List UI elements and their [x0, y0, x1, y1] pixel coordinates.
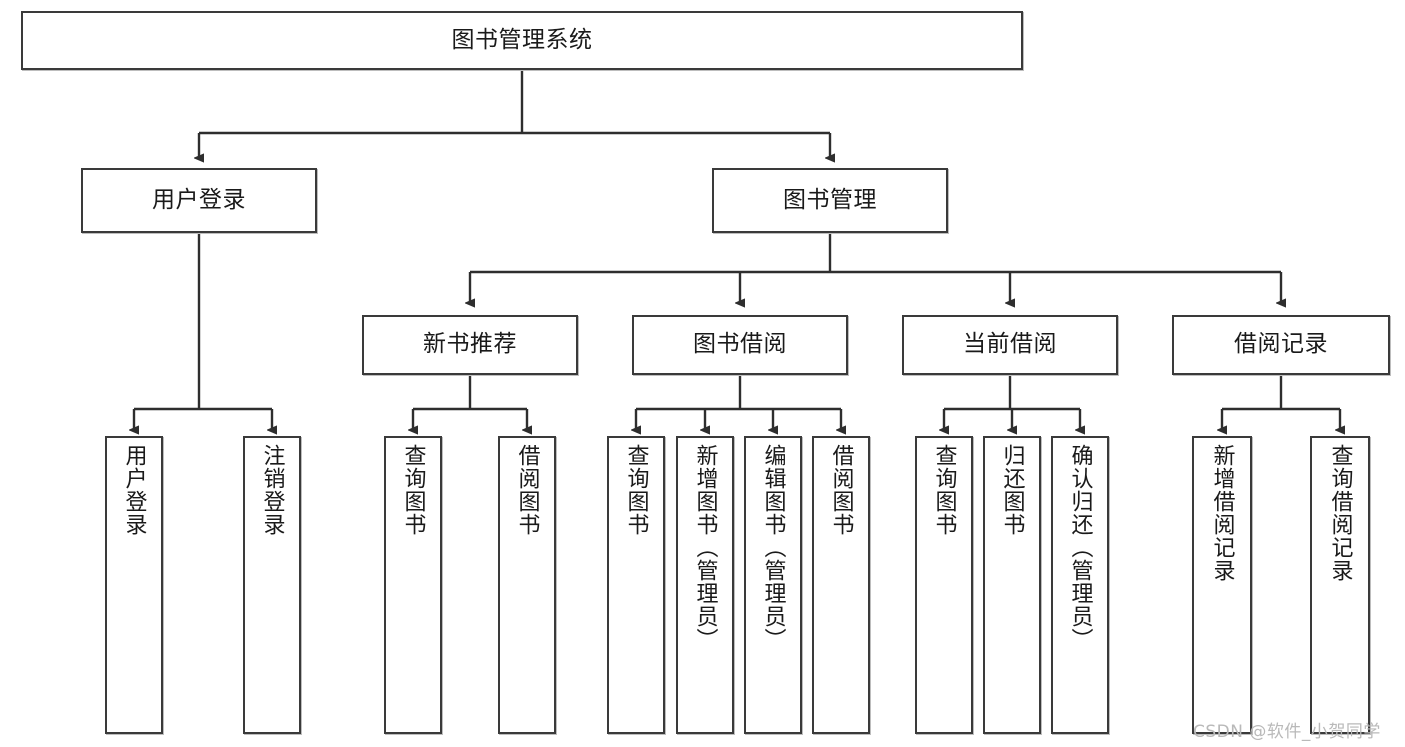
node-leaf-query-book-3[interactable]: 查询图书 [915, 436, 973, 734]
node-leaf-confirm-return[interactable]: 确认归还（管理员） [1051, 436, 1109, 734]
node-leaf-user-login-label: 用户登录 [121, 444, 147, 536]
node-leaf-edit-book[interactable]: 编辑图书（管理员） [744, 436, 802, 734]
node-leaf-query-record-label: 查询借阅记录 [1327, 444, 1353, 582]
node-leaf-edit-book-label: 编辑图书（管理员） [760, 444, 786, 651]
node-leaf-add-record-label: 新增借阅记录 [1209, 444, 1235, 582]
node-leaf-add-book-label: 新增图书（管理员） [692, 444, 718, 651]
node-leaf-borrow-book-1[interactable]: 借阅图书 [498, 436, 556, 734]
node-user-login[interactable]: 用户登录 [81, 168, 317, 233]
node-leaf-logout[interactable]: 注销登录 [243, 436, 301, 734]
node-new-book-rec[interactable]: 新书推荐 [362, 315, 578, 375]
node-leaf-borrow-book-2-label: 借阅图书 [828, 444, 854, 536]
node-leaf-return-book[interactable]: 归还图书 [983, 436, 1041, 734]
node-leaf-add-record[interactable]: 新增借阅记录 [1192, 436, 1252, 734]
node-leaf-confirm-return-label: 确认归还（管理员） [1067, 444, 1093, 651]
node-book-manage-label: 图书管理 [783, 186, 877, 213]
node-leaf-query-book-1-label: 查询图书 [400, 444, 426, 536]
node-book-manage[interactable]: 图书管理 [712, 168, 948, 233]
node-borrow-record-label: 借阅记录 [1234, 331, 1328, 358]
node-borrow-record[interactable]: 借阅记录 [1172, 315, 1390, 375]
node-current-borrow-label: 当前借阅 [963, 331, 1057, 358]
node-leaf-user-login[interactable]: 用户登录 [105, 436, 163, 734]
node-leaf-borrow-book-2[interactable]: 借阅图书 [812, 436, 870, 734]
node-book-borrow-label: 图书借阅 [693, 331, 787, 358]
csdn-watermark: CSDN @软件_小贺同学 [1193, 722, 1381, 742]
node-leaf-borrow-book-1-label: 借阅图书 [514, 444, 540, 536]
node-leaf-query-book-1[interactable]: 查询图书 [384, 436, 442, 734]
node-leaf-query-record[interactable]: 查询借阅记录 [1310, 436, 1370, 734]
node-leaf-query-book-2-label: 查询图书 [623, 444, 649, 536]
node-leaf-query-book-2[interactable]: 查询图书 [607, 436, 665, 734]
node-root[interactable]: 图书管理系统 [21, 11, 1023, 70]
node-leaf-query-book-3-label: 查询图书 [931, 444, 957, 536]
node-root-label: 图书管理系统 [451, 26, 593, 53]
node-leaf-add-book[interactable]: 新增图书（管理员） [676, 436, 734, 734]
node-leaf-logout-label: 注销登录 [259, 444, 285, 536]
node-new-book-rec-label: 新书推荐 [423, 331, 517, 358]
node-book-borrow[interactable]: 图书借阅 [632, 315, 848, 375]
node-current-borrow[interactable]: 当前借阅 [902, 315, 1118, 375]
node-user-login-label: 用户登录 [152, 186, 246, 213]
node-leaf-return-book-label: 归还图书 [999, 444, 1025, 536]
